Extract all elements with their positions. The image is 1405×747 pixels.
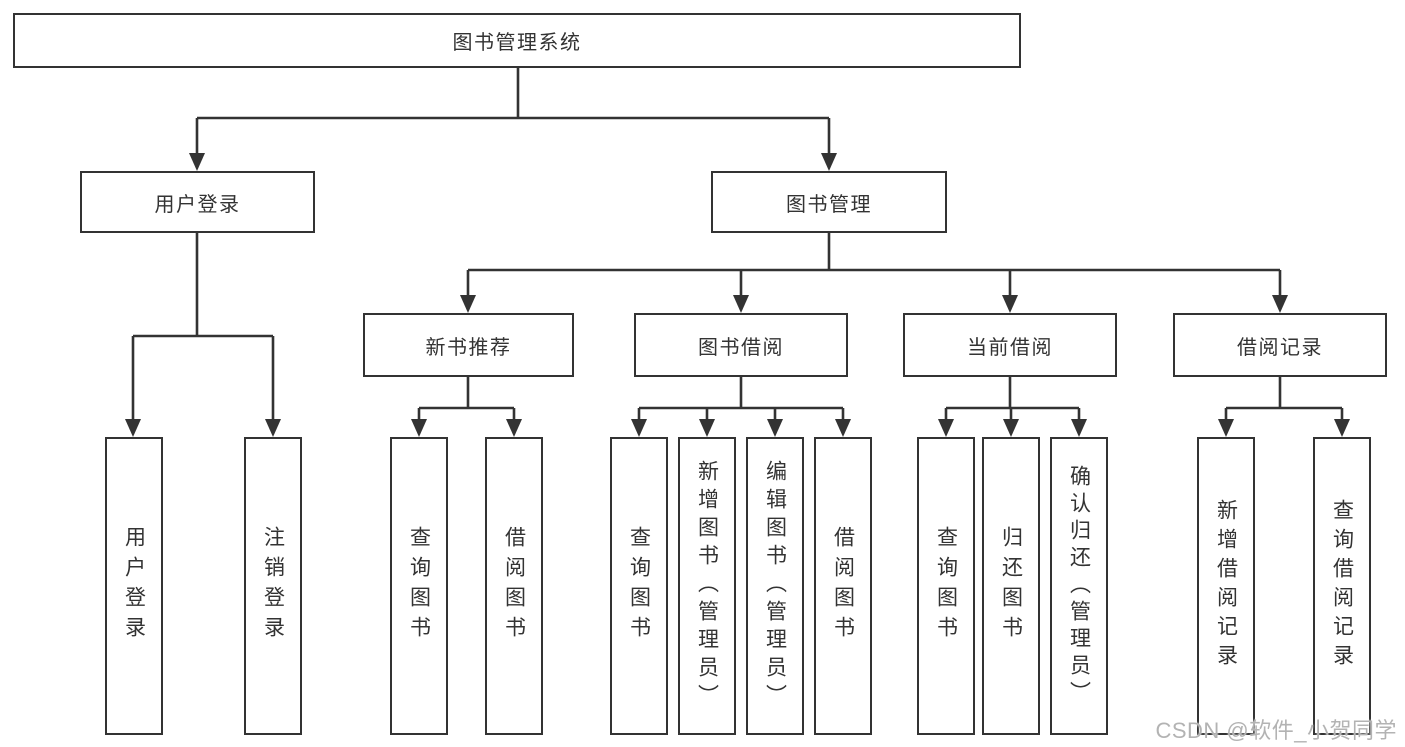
node-leaf-borrow-books-1: 借阅图书 (485, 437, 543, 735)
node-book-mgmt: 图书管理 (711, 171, 947, 233)
connector-current-borrow-to-leaves (938, 377, 1087, 437)
node-leaf-add-borrow-record: 新增借阅记录 (1197, 437, 1255, 735)
node-leaf-logout: 注销登录 (244, 437, 302, 735)
leaf-label: 查询图书 (627, 526, 651, 646)
node-new-books: 新书推荐 (363, 313, 574, 377)
node-leaf-query-books-2: 查询图书 (610, 437, 668, 735)
leaf-label: 确认归还（管理员） (1067, 464, 1091, 708)
leaf-label: 编辑图书（管理员） (763, 460, 787, 712)
node-leaf-borrow-books-2: 借阅图书 (814, 437, 872, 735)
leaf-label: 查询图书 (407, 526, 431, 646)
node-leaf-edit-book-admin: 编辑图书（管理员） (746, 437, 804, 735)
leaf-label: 查询图书 (934, 526, 958, 646)
node-leaf-confirm-return-admin: 确认归还（管理员） (1050, 437, 1108, 735)
leaf-label: 借阅图书 (831, 526, 855, 646)
connector-borrow-records-to-leaves (1218, 377, 1350, 437)
node-leaf-query-books-1: 查询图书 (390, 437, 448, 735)
node-borrow-records: 借阅记录 (1173, 313, 1387, 377)
leaf-label: 归还图书 (999, 526, 1023, 646)
node-leaf-user-login: 用户登录 (105, 437, 163, 735)
node-leaf-query-books-3: 查询图书 (917, 437, 975, 735)
node-book-borrow: 图书借阅 (634, 313, 848, 377)
node-leaf-return-book: 归还图书 (982, 437, 1040, 735)
leaf-label: 新增借阅记录 (1214, 499, 1238, 673)
node-leaf-add-book-admin: 新增图书（管理员） (678, 437, 736, 735)
node-user-login: 用户登录 (80, 171, 315, 233)
connector-book-mgmt-to-level3 (460, 233, 1288, 313)
node-current-borrow: 当前借阅 (903, 313, 1117, 377)
leaf-label: 借阅图书 (502, 526, 526, 646)
leaf-label: 注销登录 (261, 526, 285, 646)
leaf-label: 用户登录 (122, 526, 146, 646)
connector-new-books-to-leaves (411, 377, 522, 437)
leaf-label: 查询借阅记录 (1330, 499, 1354, 673)
node-leaf-query-borrow-record: 查询借阅记录 (1313, 437, 1371, 735)
node-library-system: 图书管理系统 (13, 13, 1021, 68)
connector-user-login-to-leaves (125, 233, 281, 437)
connector-root-to-level2 (189, 67, 837, 171)
csdn-watermark: CSDN @软件_小贺同学 (1155, 718, 1397, 743)
connector-book-borrow-to-leaves (631, 377, 851, 437)
leaf-label: 新增图书（管理员） (695, 460, 719, 712)
